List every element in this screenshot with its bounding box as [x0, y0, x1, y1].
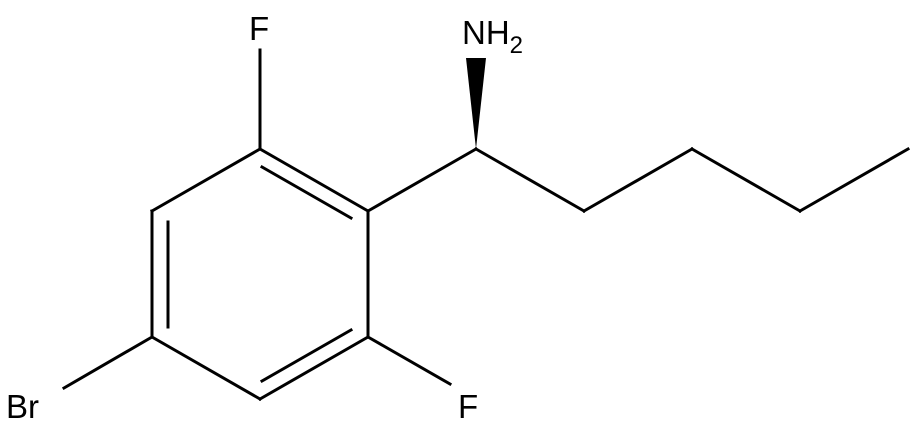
atom-label-nh2: NH2 — [462, 14, 523, 59]
bond-ring-to-chiral-carbon — [365, 146, 479, 214]
bonds — [61, 48, 911, 402]
bond-c6-f-bottom — [365, 334, 453, 387]
ring-double-bond-inner-1 — [259, 164, 354, 221]
nh2-subscript-text: 2 — [510, 32, 523, 59]
atom-labels: NH2 F F Br — [6, 10, 523, 425]
atom-label-f-bottom: F — [458, 388, 478, 425]
nh2-main-text: NH — [462, 14, 510, 51]
chain-bond-4 — [797, 146, 911, 214]
ring-bond-c2-c3 — [149, 146, 263, 214]
atom-label-f-top: F — [249, 10, 269, 47]
ring-double-bond-inner-3 — [259, 327, 354, 384]
chain-bond-3 — [689, 146, 803, 214]
chain-bond-2 — [581, 146, 695, 214]
wedge-bond-nh2 — [466, 58, 486, 149]
bond-c4-br — [61, 334, 155, 391]
atom-label-br: Br — [6, 388, 39, 425]
ring-bond-c1-c2 — [257, 146, 371, 214]
ring-bond-c5-c6 — [257, 334, 371, 402]
ring-bond-c4-c5 — [149, 334, 263, 402]
chain-bond-1 — [473, 146, 587, 214]
